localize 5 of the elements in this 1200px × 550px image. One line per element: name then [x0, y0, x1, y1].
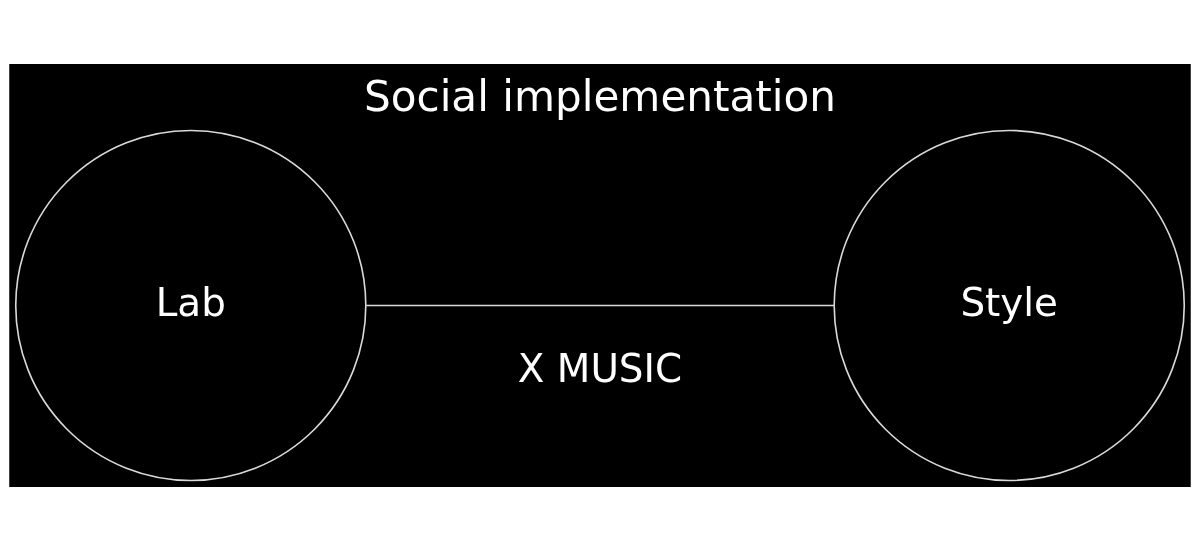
- connector: [365, 304, 835, 306]
- node-circle: Style: [833, 129, 1186, 481]
- label: X MUSIC: [517, 345, 683, 391]
- diagram-title: Social implementation: [363, 71, 837, 121]
- node-circle: Lab: [14, 129, 367, 481]
